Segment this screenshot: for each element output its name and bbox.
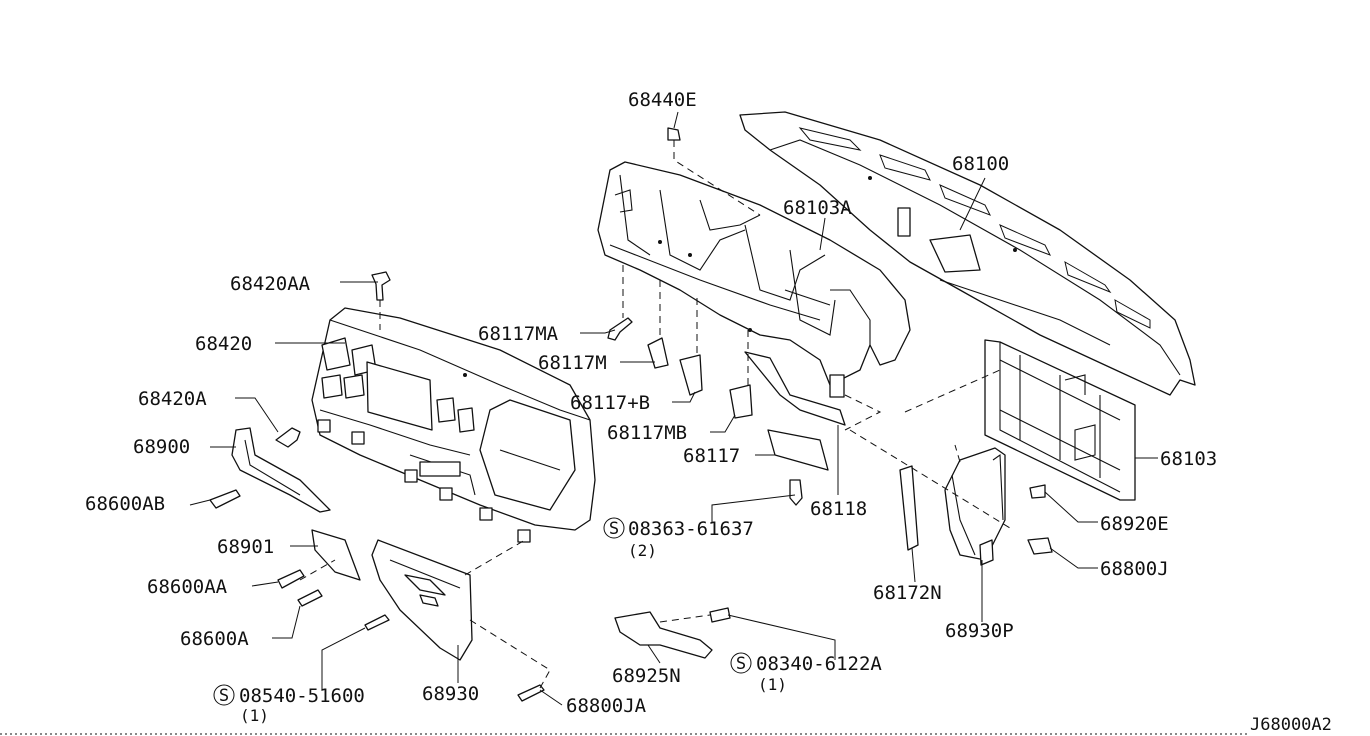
label-68901: 68901 [217,536,274,558]
label-68800J: 68800J [1100,558,1169,580]
label-68117: 68117 [683,445,740,467]
part-68901-cover [311,529,361,581]
assembly-dashed-lines [299,140,1011,689]
label-68103A: 68103A [783,197,852,219]
diagram-reference-code: J68000A2 [1250,715,1332,735]
screw-qty: (2) [628,541,657,560]
label-68600A: 68600A [180,628,249,650]
label-68900: 68900 [133,436,190,458]
part-68925N-handle [614,611,713,659]
screw-callout-08540-51600: S 08540-51600 (1) [213,684,365,725]
screw-symbol: S [219,686,229,706]
label-68800JA: 68800JA [566,695,647,717]
label-68118: 68118 [810,498,867,520]
label-68600AB: 68600AB [85,493,165,515]
label-68925N: 68925N [612,665,681,687]
label-68420AA: 68420AA [230,273,311,295]
label-68930: 68930 [422,683,479,705]
screw-symbol: S [609,519,619,539]
part-68930P-side-panel [944,447,1006,566]
screw-part-number: 08540-51600 [239,685,365,707]
screw-part-number: 08340-6122A [756,653,882,675]
part-68900-lower-panel [231,427,331,513]
label-68117M: 68117M [538,352,607,374]
part-68103A-reinforcement [597,161,911,398]
label-68117B: 68117+B [570,392,650,414]
label-68600AA: 68600AA [147,576,228,598]
label-68117MA: 68117MA [478,323,559,345]
label-68172N: 68172N [873,582,942,604]
part-68930-knee-panel [371,539,473,661]
fasteners [209,271,1053,702]
leader-lines [189,111,1158,706]
screw-part-number: 08363-61637 [628,518,754,540]
screw-callout-08340-6122A: S 08340-6122A (1) [730,652,882,694]
label-68920E: 68920E [1100,513,1169,535]
part-labels: 68440E 68100 68103A 68420AA 68420 68420A… [85,89,1217,717]
screw-symbol: S [736,654,746,674]
screw-callout-08363-61637: S 08363-61637 (2) [603,517,754,560]
label-68440E: 68440E [628,89,697,111]
label-68420A: 68420A [138,388,207,410]
label-68117MB: 68117MB [607,422,687,444]
label-68420: 68420 [195,333,252,355]
part-68172N-strip [899,465,919,551]
part-68117-brackets [607,127,846,471]
part-68420-cluster-lid [311,307,596,543]
label-68100: 68100 [952,153,1009,175]
label-68930P: 68930P [945,620,1014,642]
screw-qty: (1) [758,675,787,694]
part-68103-frame [984,339,1136,501]
part-68100-upper-panel [739,111,1196,396]
label-68103: 68103 [1160,448,1217,470]
screw-qty: (1) [240,706,269,725]
